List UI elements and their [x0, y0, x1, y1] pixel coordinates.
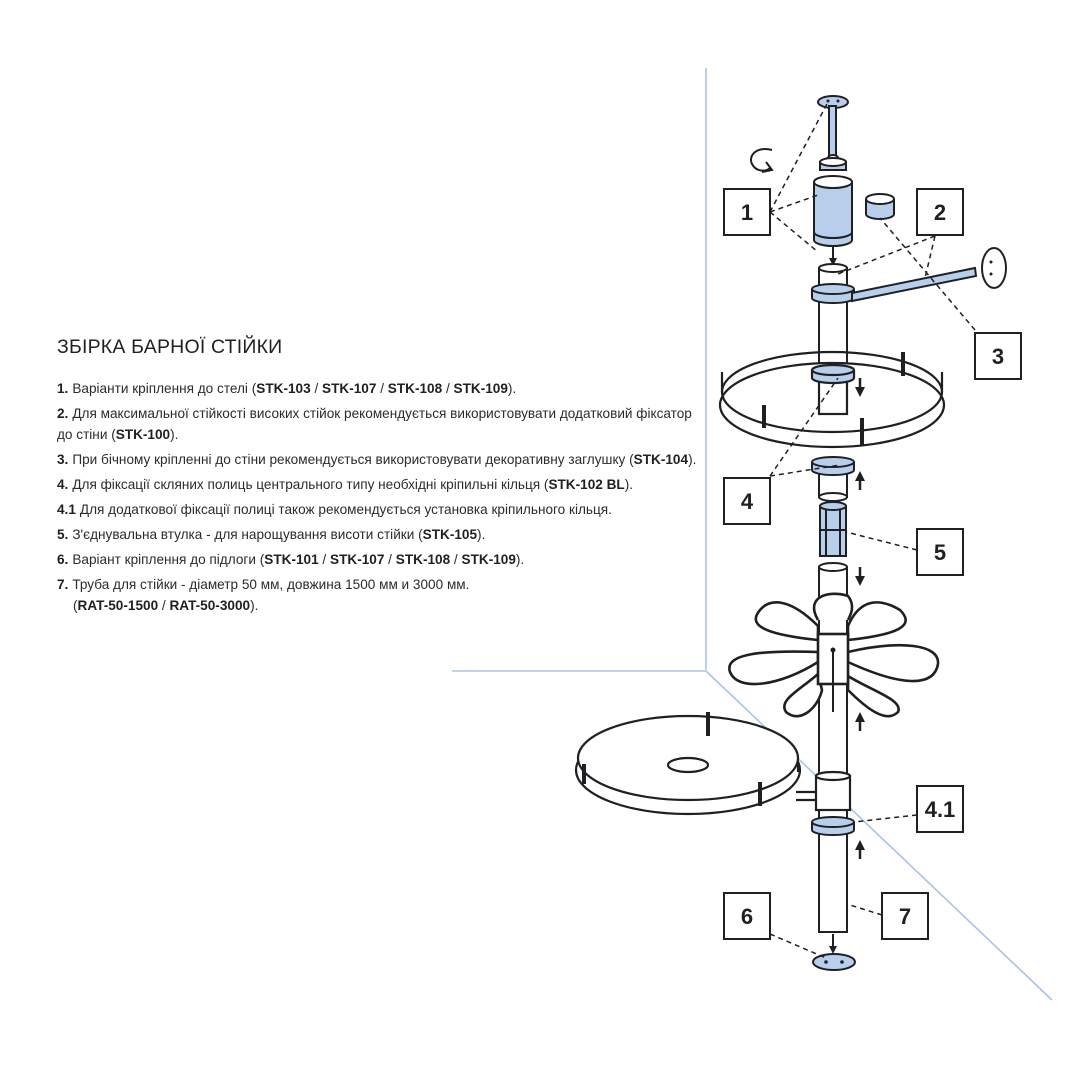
callout-2-label: 2 [934, 200, 946, 225]
step-text: ). [170, 427, 179, 442]
step-text: ). [250, 598, 259, 613]
product-code: STK-107 [330, 552, 385, 567]
callout-4-1: 4.1 [916, 785, 964, 833]
step-text: / [310, 381, 323, 396]
callout-5: 5 [916, 528, 964, 576]
callout-3-label: 3 [992, 344, 1004, 369]
pole-lower [818, 562, 848, 933]
step-text: Для фіксації скляних полиць центрального… [72, 477, 549, 492]
step-text: ). [515, 552, 525, 567]
step-text: Варіанти кріплення до стелі ( [72, 381, 257, 396]
swivel-shelf [574, 712, 852, 816]
callout-7: 7 [881, 892, 929, 940]
step-item: 2.Для максимальної стійкості високих сті… [57, 403, 707, 445]
step-extra: (RAT-50-1500 / RAT-50-3000). [57, 595, 707, 616]
product-code: STK-103 [256, 381, 311, 396]
ring-4-1 [811, 816, 855, 836]
step-text: / [318, 552, 330, 567]
product-code: STK-102 BL [548, 477, 625, 492]
step-number: 5. [57, 527, 69, 542]
round-shelf-top [718, 350, 946, 449]
product-code: RAT-50-3000 [169, 598, 251, 613]
product-code: STK-107 [322, 381, 377, 396]
product-code: STK-101 [264, 552, 319, 567]
step-text: / [450, 552, 462, 567]
page-title: ЗБІРКА БАРНОЇ СТІЙКИ [57, 336, 283, 358]
step-number: 1. [57, 381, 69, 396]
step-text: ). [477, 527, 486, 542]
callout-4-1-label: 4.1 [925, 797, 956, 822]
rotate-arrow-icon [750, 148, 774, 173]
product-code: STK-105 [422, 527, 478, 542]
product-code: STK-109 [453, 381, 508, 396]
step-text: / [442, 381, 454, 396]
product-code: STK-104 [633, 452, 689, 467]
assembly-steps-list: 1.Варіанти кріплення до стелі (STK-103 /… [57, 378, 707, 620]
product-code: STK-109 [461, 552, 516, 567]
step-text: ). [688, 452, 697, 467]
step-text: З'єднувальна втулка - для нарощування ви… [72, 527, 423, 542]
step-number: 4. [57, 477, 69, 492]
callout-2: 2 [916, 188, 964, 236]
step-text: ). [624, 477, 634, 492]
callout-6: 6 [723, 892, 771, 940]
step-item: 7.Труба для стійки - діаметр 50 мм, довж… [57, 574, 707, 616]
step-number: 4.1 [57, 502, 76, 517]
step-text: При бічному кріпленні до стіни рекоменду… [72, 452, 634, 467]
product-code: STK-100 [115, 427, 171, 442]
step-text: Для максимальної стійкості високих стійо… [57, 406, 692, 442]
pole-lower-upper [811, 456, 855, 502]
step-text: / [376, 381, 388, 396]
leader-lines [769, 101, 976, 959]
flower-shelf [728, 592, 940, 718]
callout-6-label: 6 [741, 904, 753, 929]
step-text: Труба для стійки - діаметр 50 мм, довжин… [72, 577, 470, 592]
callout-1-label: 1 [741, 200, 753, 225]
step-text: Для додаткової фіксації полиці також рек… [79, 502, 612, 517]
decorative-cap [865, 193, 895, 220]
step-item: 1.Варіанти кріплення до стелі (STK-103 /… [57, 378, 707, 399]
step-text: / [384, 552, 396, 567]
step-text: / [158, 598, 170, 613]
step-number: 6. [57, 552, 69, 567]
callout-7-label: 7 [899, 904, 911, 929]
step-text: Варіант кріплення до підлоги ( [72, 552, 265, 567]
step-number: 7. [57, 577, 69, 592]
product-code: STK-108 [387, 381, 443, 396]
callout-5-label: 5 [934, 540, 946, 565]
connector-sleeve [819, 501, 847, 557]
step-number: 3. [57, 452, 69, 467]
callout-4: 4 [723, 477, 771, 525]
step-item: 6.Варіант кріплення до підлоги (STK-101 … [57, 549, 707, 570]
callout-3: 3 [974, 332, 1022, 380]
floor-mount [812, 934, 856, 971]
step-text: ( [73, 598, 78, 613]
ceiling-mount [813, 95, 853, 266]
product-code: STK-108 [395, 552, 451, 567]
step-item: 4.Для фіксації скляних полиць центрально… [57, 474, 707, 495]
callout-4-label: 4 [741, 489, 754, 514]
step-number: 2. [57, 406, 69, 421]
callout-1: 1 [723, 188, 771, 236]
step-text: ). [507, 381, 517, 396]
step-item: 3.При бічному кріпленні до стіни рекомен… [57, 449, 707, 470]
step-item: 5.З'єднувальна втулка - для нарощування … [57, 524, 707, 545]
wall-lines [452, 68, 1053, 1001]
product-code: RAT-50-1500 [77, 598, 159, 613]
